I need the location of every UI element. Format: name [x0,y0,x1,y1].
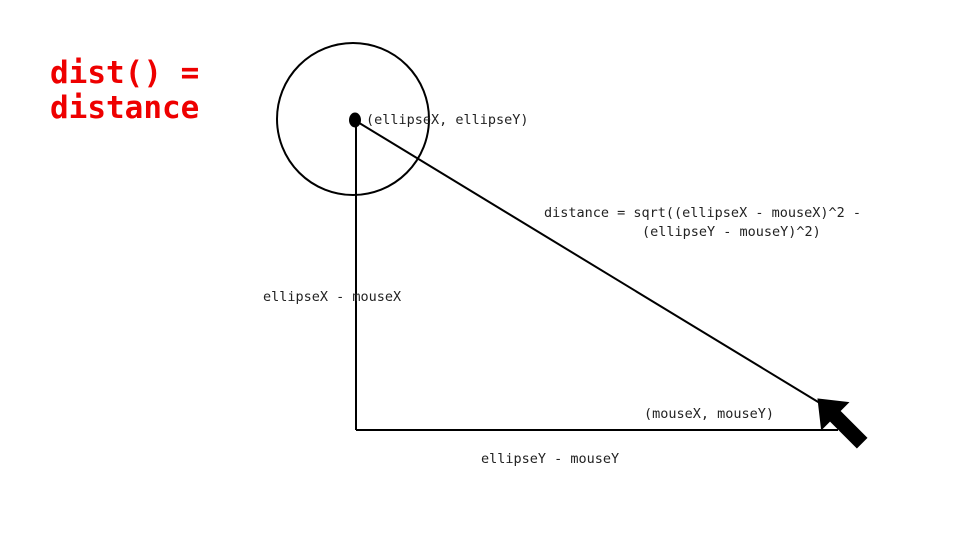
mouse-point-label: (mouseX, mouseY) [644,406,774,422]
formula-line1: distance = sqrt((ellipseX - mouseX)^2 - [544,205,861,221]
slide-title: dist() = distance [50,56,199,126]
arrow-cursor-icon [817,398,868,449]
formula-line2: (ellipseY - mouseY)^2) [642,224,821,240]
horizontal-side-label: ellipseY - mouseY [481,451,619,467]
ellipse-center-dot [349,112,361,128]
slide-title-line2: distance [50,90,200,126]
vertical-side-label: ellipseX - mouseX [263,289,401,305]
ellipse-point-label: (ellipseX, ellipseY) [366,112,529,128]
ellipse-circle [276,42,430,196]
slide-title-line1: dist() = [50,55,200,91]
hypotenuse-line [355,120,829,409]
